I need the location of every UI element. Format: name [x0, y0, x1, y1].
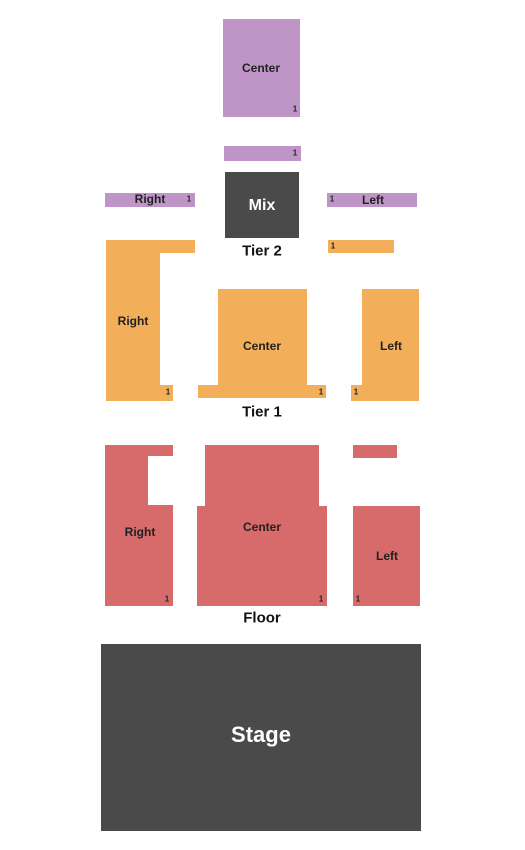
tier2-left-section[interactable] [327, 193, 417, 207]
tier1-left-bottom-extension[interactable] [351, 385, 362, 401]
tier2-right-section[interactable] [105, 193, 195, 207]
floor-right-section-extension[interactable] [148, 505, 173, 606]
stage [101, 644, 421, 831]
floor-title: Floor [243, 609, 281, 627]
floor-left-section[interactable] [353, 506, 420, 606]
tier1-left-section[interactable] [362, 289, 419, 401]
floor-center-section-lower[interactable] [197, 506, 327, 606]
tier1-center-section[interactable] [218, 289, 307, 385]
floor-right-section[interactable] [105, 456, 148, 606]
floor-left-top-strip[interactable] [353, 445, 397, 458]
tier2-center-front-section[interactable] [224, 146, 301, 161]
tier2-center-section[interactable] [223, 19, 300, 117]
tier1-center-front-row[interactable] [198, 385, 326, 398]
tier1-right-section[interactable] [106, 240, 160, 401]
tier1-right-bottom-extension[interactable] [160, 385, 173, 401]
tier1-right-top-extension[interactable] [160, 240, 195, 253]
mix-booth [225, 172, 299, 238]
tier1-left-top-strip[interactable] [328, 240, 394, 253]
tier2-title: Tier 2 [242, 242, 282, 260]
floor-right-top-strip[interactable] [105, 445, 173, 456]
tier1-title: Tier 1 [242, 403, 282, 421]
floor-center-section[interactable] [205, 445, 319, 506]
